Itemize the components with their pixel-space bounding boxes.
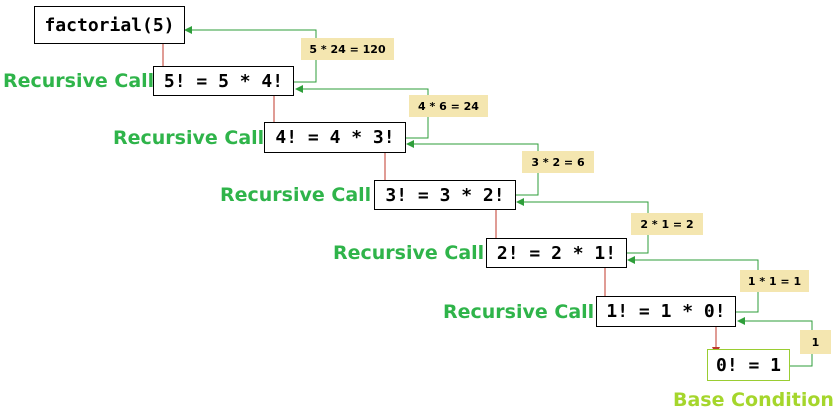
return-value-2: 4 * 6 = 24	[409, 95, 488, 117]
recursive-call-label-3: Recursive Call	[220, 184, 372, 206]
return-value-base: 1	[800, 330, 831, 354]
step-box-4: 2! = 2 * 1!	[486, 238, 627, 268]
return-value-3: 3 * 2 = 6	[522, 151, 594, 173]
recursive-call-label-4: Recursive Call	[333, 242, 485, 264]
factorial-call-box: factorial(5)	[34, 6, 185, 44]
step-box-2: 4! = 4 * 3!	[264, 122, 406, 153]
recursive-call-label-1: Recursive Call	[3, 70, 155, 92]
step-box-3: 3! = 3 * 2!	[374, 180, 516, 210]
step-box-1: 5! = 5 * 4!	[153, 66, 294, 96]
return-value-5: 1 * 1 = 1	[740, 270, 809, 292]
recursive-call-label-5: Recursive Call	[443, 301, 595, 323]
recursive-call-label-2: Recursive Call	[113, 127, 265, 149]
return-value-4: 2 * 1 = 2	[631, 213, 703, 235]
step-box-5: 1! = 1 * 0!	[596, 296, 736, 327]
base-condition-label: Base Condition	[673, 389, 834, 411]
base-condition-box: 0! = 1	[707, 349, 790, 381]
return-value-1: 5 * 24 = 120	[301, 38, 394, 60]
